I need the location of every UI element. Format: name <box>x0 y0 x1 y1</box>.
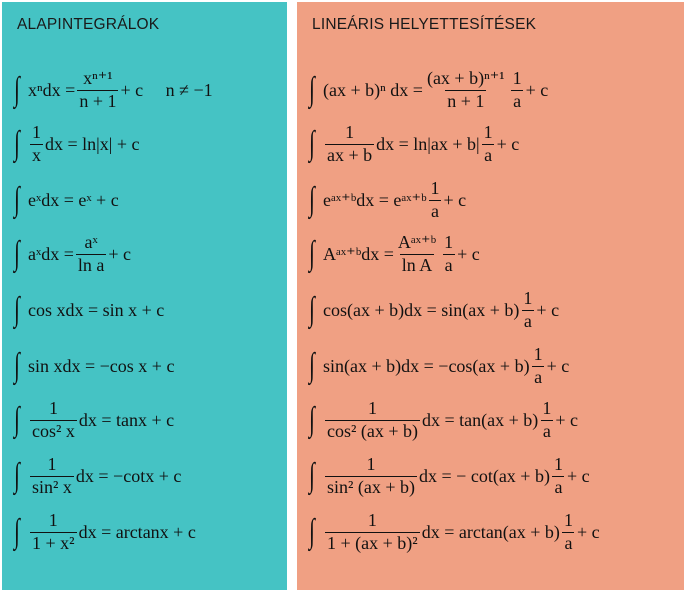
integral-sign: ∫ <box>309 401 315 438</box>
basic-integrals-title: ALAPINTEGRÁLOK <box>17 16 160 33</box>
linear-substitution-title: LINEÁRIS HELYETTESÍTÉSEK <box>312 16 537 33</box>
integral-sign: ∫ <box>309 513 315 550</box>
integral-sign: ∫ <box>309 235 315 272</box>
integral-sign: ∫ <box>309 125 315 162</box>
integral-sign: ∫ <box>14 347 20 384</box>
integral-sign: ∫ <box>14 401 20 438</box>
integral-sign: ∫ <box>14 457 20 494</box>
formula-sin: ∫ sin xdx = −cos x + c <box>14 347 175 384</box>
linear-substitution-panel: LINEÁRIS HELYETTESÍTÉSEK ∫ (ax + b)ⁿ dx … <box>297 2 684 590</box>
formula-cos: ∫ cos xdx = sin x + c <box>14 291 165 328</box>
integral-sign: ∫ <box>309 71 315 108</box>
integral-sign: ∫ <box>309 347 315 384</box>
integral-sign: ∫ <box>14 291 20 328</box>
formula-exp: ∫ eˣdx = eˣ + c <box>14 181 119 218</box>
integral-sign: ∫ <box>14 513 20 550</box>
integral-sign: ∫ <box>14 181 20 218</box>
integral-sign: ∫ <box>309 181 315 218</box>
integral-sign: ∫ <box>309 291 315 328</box>
integral-sign: ∫ <box>14 71 20 108</box>
integral-sign: ∫ <box>14 235 20 272</box>
integral-sign: ∫ <box>309 457 315 494</box>
integral-sign: ∫ <box>14 125 20 162</box>
